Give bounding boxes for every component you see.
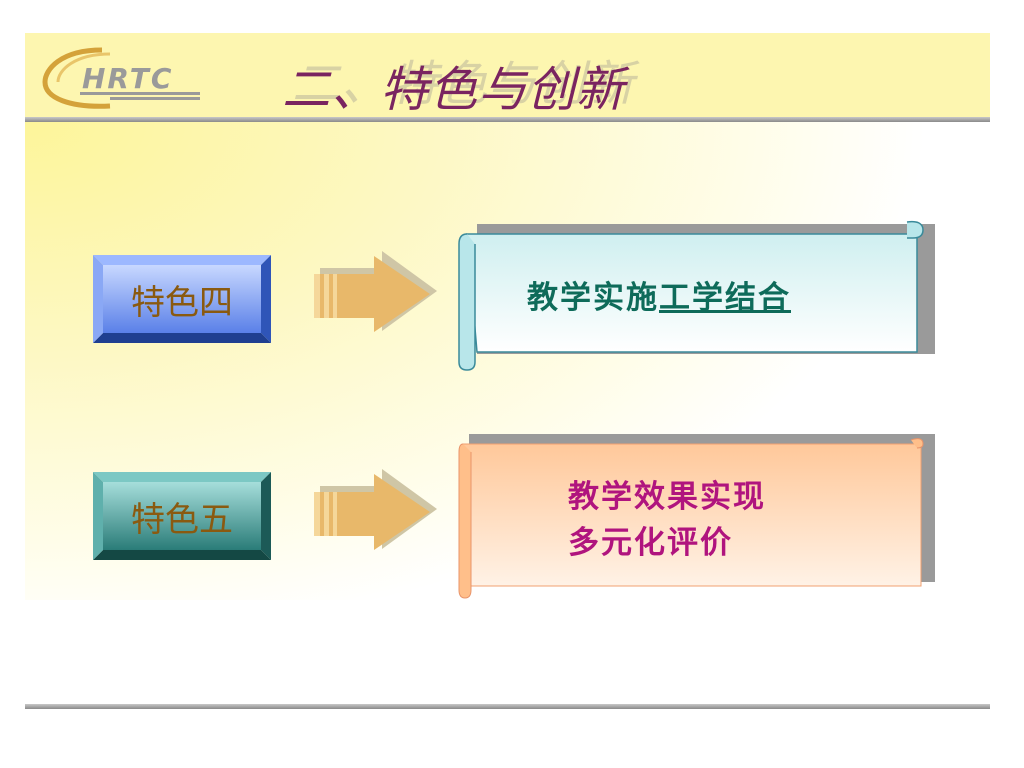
scroll-text-1-plain: 教学实施: [527, 280, 659, 316]
scroll-text-2-line1: 教学效果实现: [568, 479, 766, 515]
page-title-shadow: 二、特色与创新: [292, 56, 636, 112]
arrow-right-icon: [314, 251, 437, 332]
page-title: 二、特色与创新: [282, 62, 626, 118]
logo-text: HRTC: [82, 62, 173, 95]
footer-divider: [25, 704, 990, 709]
feature-label-5: 特色五: [131, 499, 233, 540]
feature-button-5[interactable]: 特色五: [93, 472, 271, 560]
header-divider: [25, 117, 990, 122]
feature-button-4[interactable]: 特色四: [93, 255, 271, 343]
scroll-banner-2: [458, 434, 935, 599]
scroll-text-2: 教学效果实现 多元化评价: [568, 474, 766, 566]
arrow-right-icon: [314, 469, 437, 550]
scroll-text-1: 教学实施工学结合: [527, 272, 791, 317]
header-bar: [25, 33, 990, 117]
work-study-link[interactable]: 工学结合: [659, 280, 791, 316]
hrtc-logo: HRTC: [42, 47, 200, 109]
feature-label-4: 特色四: [131, 282, 233, 323]
scroll-banner-1: [458, 220, 935, 371]
scroll-text-2-line2: 多元化评价: [568, 525, 733, 561]
